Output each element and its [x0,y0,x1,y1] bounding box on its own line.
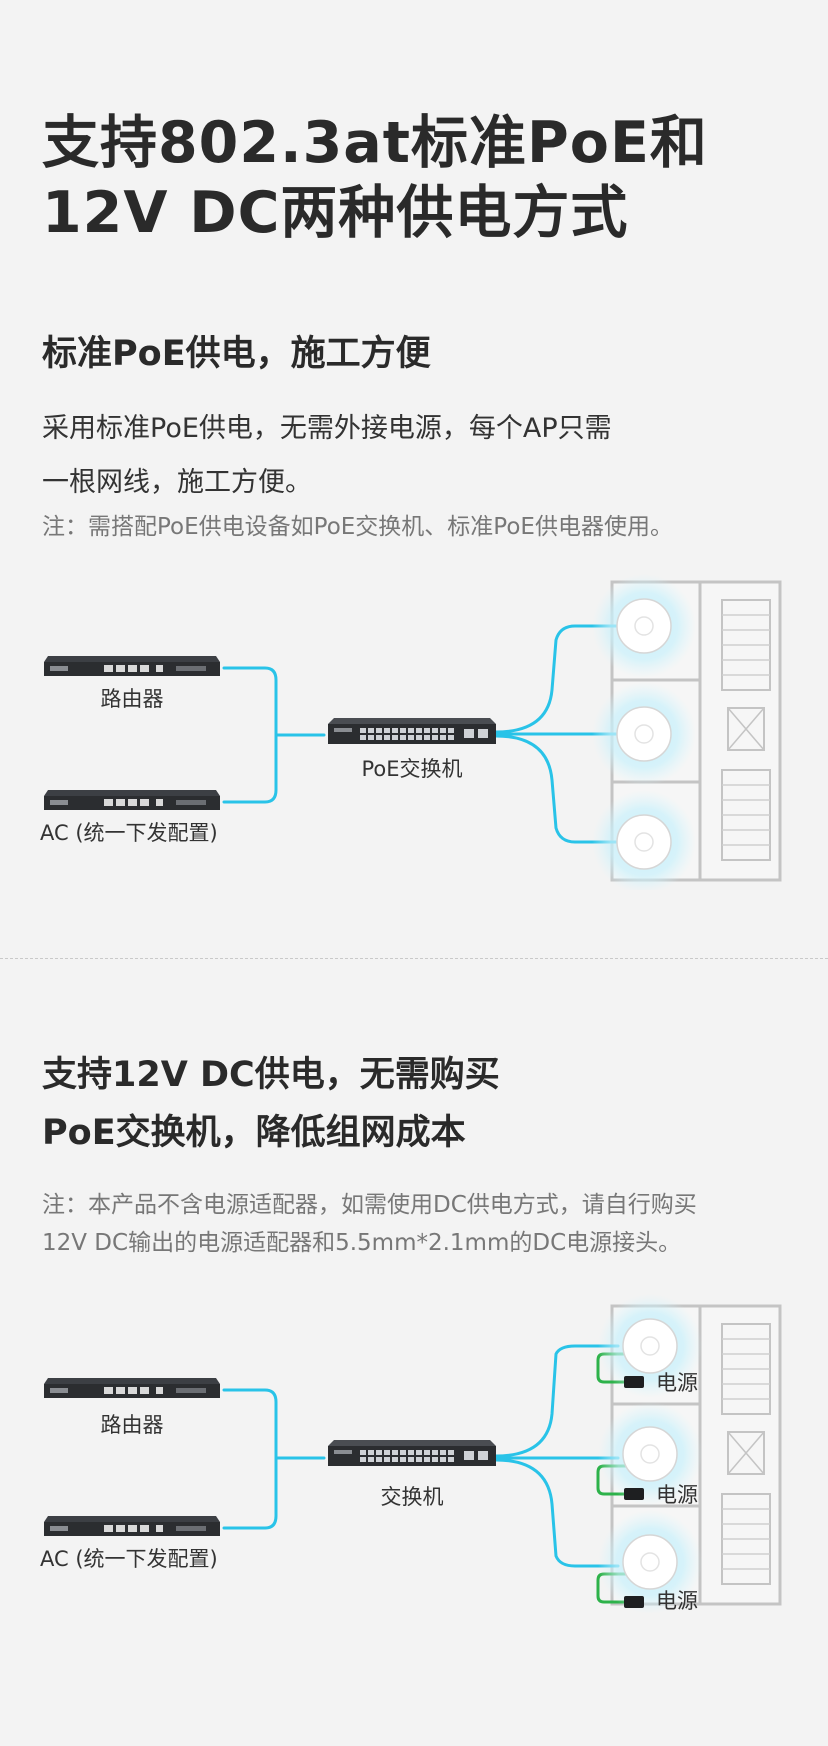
router-device [44,1378,220,1398]
power-adapter-1 [624,1376,644,1388]
ac-device [44,790,220,810]
section2-note: 注：本产品不含电源适配器，如需使用DC供电方式，请自行购买 12V DC输出的电… [42,1186,697,1262]
network-cables [222,1344,620,1568]
section1-desc-line1: 采用标准PoE供电，无需外接电源，每个AP只需 [42,413,612,444]
switch-label: 交换机 [381,1485,444,1509]
section1-subtitle: 标准PoE供电，施工方便 [42,334,431,374]
access-point-1 [598,1294,702,1398]
access-point-3 [598,1510,702,1614]
dc-topology-diagram: 路由器 AC (统一下发配置) [0,1294,828,1614]
ac-label: AC (统一下发配置) [40,821,218,845]
section2-note-line1: 注：本产品不含电源适配器，如需使用DC供电方式，请自行购买 [42,1192,697,1218]
access-point-2 [592,682,696,786]
access-point-2 [598,1402,702,1506]
section2-title-line1: 支持12V DC供电，无需购买 [42,1055,500,1095]
ac-label: AC (统一下发配置) [40,1547,218,1571]
section2-title: 支持12V DC供电，无需购买 PoE交换机，降低组网成本 [42,1046,500,1162]
power-label-2: 电源 [656,1483,698,1507]
access-point-1 [592,574,696,678]
power-adapter-3 [624,1596,644,1608]
section2-note-line2: 12V DC输出的电源适配器和5.5mm*2.1mm的DC电源接头。 [42,1230,682,1256]
power-label-3: 电源 [656,1589,698,1613]
section1-description: 采用标准PoE供电，无需外接电源，每个AP只需 一根网线，施工方便。 [42,402,612,510]
section2-title-line2: PoE交换机，降低组网成本 [42,1113,466,1153]
poe-switch-label: PoE交换机 [361,757,462,781]
section-divider [0,958,828,959]
poe-switch-device [328,718,496,744]
poe-cables [222,624,620,844]
router-device [44,656,220,676]
section1-title-line2: 12V DC两种供电方式 [42,180,629,246]
ac-device [44,1516,220,1536]
router-label: 路由器 [101,1413,164,1437]
router-label: 路由器 [101,687,164,711]
access-point-3 [592,790,696,890]
section1-desc-line2: 一根网线，施工方便。 [42,467,312,498]
poe-topology-diagram: 路由器 AC (统一下发配置) [0,570,828,890]
section1-note: 注：需搭配PoE供电设备如PoE交换机、标准PoE供电器使用。 [42,514,673,540]
switch-device [328,1440,496,1466]
section1-title-line1: 支持802.3at标准PoE和 [42,110,708,176]
power-label-1: 电源 [656,1371,698,1395]
section1-title: 支持802.3at标准PoE和 12V DC两种供电方式 [42,108,708,248]
power-adapter-2 [624,1488,644,1500]
